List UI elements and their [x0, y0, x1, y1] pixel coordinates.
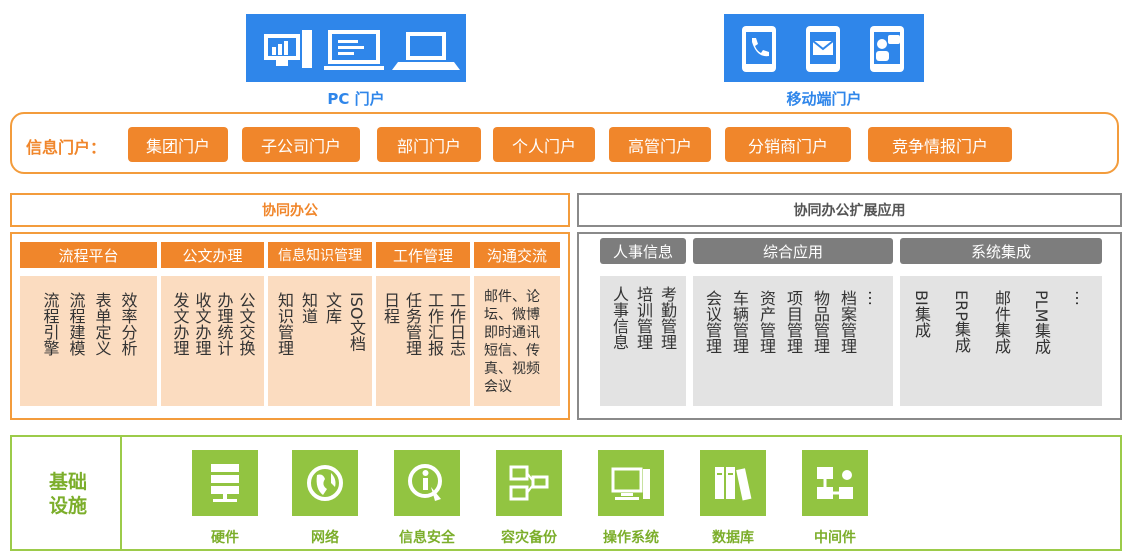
module-item: … [865, 290, 884, 306]
pc-portal-icons [246, 14, 466, 82]
module-item: 任务管理 [403, 292, 422, 356]
info-security-icon [394, 450, 460, 516]
module-hr: 考勤管理 培训管理 人事信息 [600, 276, 686, 406]
pc-portal-label: PC 门户 [327, 90, 385, 108]
module-item: PLM集成 [1032, 290, 1051, 355]
module-item: 发文办理 [170, 292, 190, 356]
portal-personal: 个人门户 [493, 127, 595, 162]
portal-subsidiary: 子公司门户 [242, 127, 360, 162]
module-item: 邮件集成 [992, 290, 1011, 354]
module-general-title: 综合应用 [693, 238, 893, 264]
mobile-portal-label: 移动端门户 [786, 90, 862, 108]
infra-label-backup: 容灾备份 [501, 530, 557, 546]
module-item: 物品管理 [811, 290, 830, 354]
module-item: ISO文档 [347, 292, 366, 352]
module-work-title: 工作管理 [376, 242, 470, 268]
module-item: 流程建模 [66, 292, 86, 356]
module-item: 资产管理 [757, 290, 776, 354]
module-item: 办理统计 [214, 292, 234, 356]
module-item: 知道 [299, 292, 318, 324]
module-item: 考勤管理 [658, 286, 677, 350]
module-communication: 邮件、论坛、微博即时通讯短信、传真、视频会议 [474, 276, 560, 406]
module-general: … 档案管理 物品管理 项目管理 资产管理 车辆管理 会议管理 [693, 276, 893, 406]
database-icon [700, 450, 766, 516]
module-process-platform: 效率分析 表单定义 流程建模 流程引擎 [20, 276, 157, 406]
module-item: 人事信息 [610, 286, 629, 350]
info-portal-bar [10, 112, 1119, 174]
mobile-portal-icons [724, 14, 924, 82]
portal-distributor: 分销商门户 [725, 127, 851, 162]
module-work: 工作日志 工作汇报 任务管理 日程 [376, 276, 470, 406]
module-integration: … PLM集成 邮件集成 ERP集成 BI集成 [900, 276, 1102, 406]
middleware-icon [802, 450, 868, 516]
pc-devices-icon [264, 30, 460, 70]
os-icon [598, 450, 664, 516]
backup-icon [496, 450, 562, 516]
module-document: 公文交换 办理统计 收文办理 发文办理 [161, 276, 264, 406]
module-item: … [1072, 290, 1091, 306]
module-item: 项目管理 [784, 290, 803, 354]
infra-label-network: 网络 [311, 530, 339, 546]
mobile-devices-icon [742, 26, 904, 72]
infra-label-hardware: 硬件 [211, 530, 239, 546]
module-item: 流程引擎 [40, 292, 60, 356]
module-item: 表单定义 [92, 292, 112, 356]
module-item: 会议管理 [703, 290, 722, 354]
globe-icon [292, 450, 358, 516]
server-icon [192, 450, 258, 516]
module-communication-title: 沟通交流 [474, 242, 560, 268]
infrastructure-label: 基础设施 [48, 471, 87, 517]
communication-text: 邮件、论坛、微博即时通讯短信、传真、视频会议 [484, 289, 540, 395]
module-item: BI集成 [912, 290, 931, 338]
extension-body [577, 232, 1122, 420]
infrastructure-box [10, 435, 1122, 551]
module-item: 车辆管理 [730, 290, 749, 354]
infra-label-middleware: 中间件 [814, 530, 856, 546]
module-hr-title: 人事信息 [600, 238, 686, 264]
infra-label-os: 操作系统 [603, 530, 659, 546]
infra-label-database: 数据库 [712, 530, 754, 546]
extension-title: 协同办公扩展应用 [577, 193, 1122, 227]
portal-executive: 高管门户 [609, 127, 711, 162]
module-process-platform-title: 流程平台 [20, 242, 157, 268]
collab-body [10, 232, 570, 420]
module-item: 培训管理 [634, 286, 653, 350]
module-knowledge: ISO文档 文库 知道 知识管理 [268, 276, 372, 406]
module-item: 档案管理 [838, 290, 857, 354]
module-document-title: 公文办理 [161, 242, 264, 268]
module-item: 文库 [323, 292, 342, 324]
module-item: 收文办理 [192, 292, 212, 356]
module-integration-title: 系统集成 [900, 238, 1102, 264]
module-item: 日程 [381, 292, 400, 324]
module-item: 效率分析 [118, 292, 138, 356]
portal-intelligence: 竞争情报门户 [868, 127, 1012, 162]
module-item: ERP集成 [952, 290, 971, 353]
infrastructure-divider [120, 435, 122, 551]
module-item: 工作汇报 [425, 292, 444, 356]
module-knowledge-title: 信息知识管理 [268, 242, 372, 268]
portal-group: 集团门户 [128, 127, 228, 162]
module-item: 工作日志 [447, 292, 466, 356]
collab-title: 协同办公 [10, 193, 570, 227]
module-item: 知识管理 [275, 292, 294, 356]
module-item: 公文交换 [236, 292, 256, 356]
info-portal-label: 信息门户： [26, 138, 107, 157]
portal-department: 部门门户 [377, 127, 481, 162]
infra-label-security: 信息安全 [399, 530, 455, 546]
